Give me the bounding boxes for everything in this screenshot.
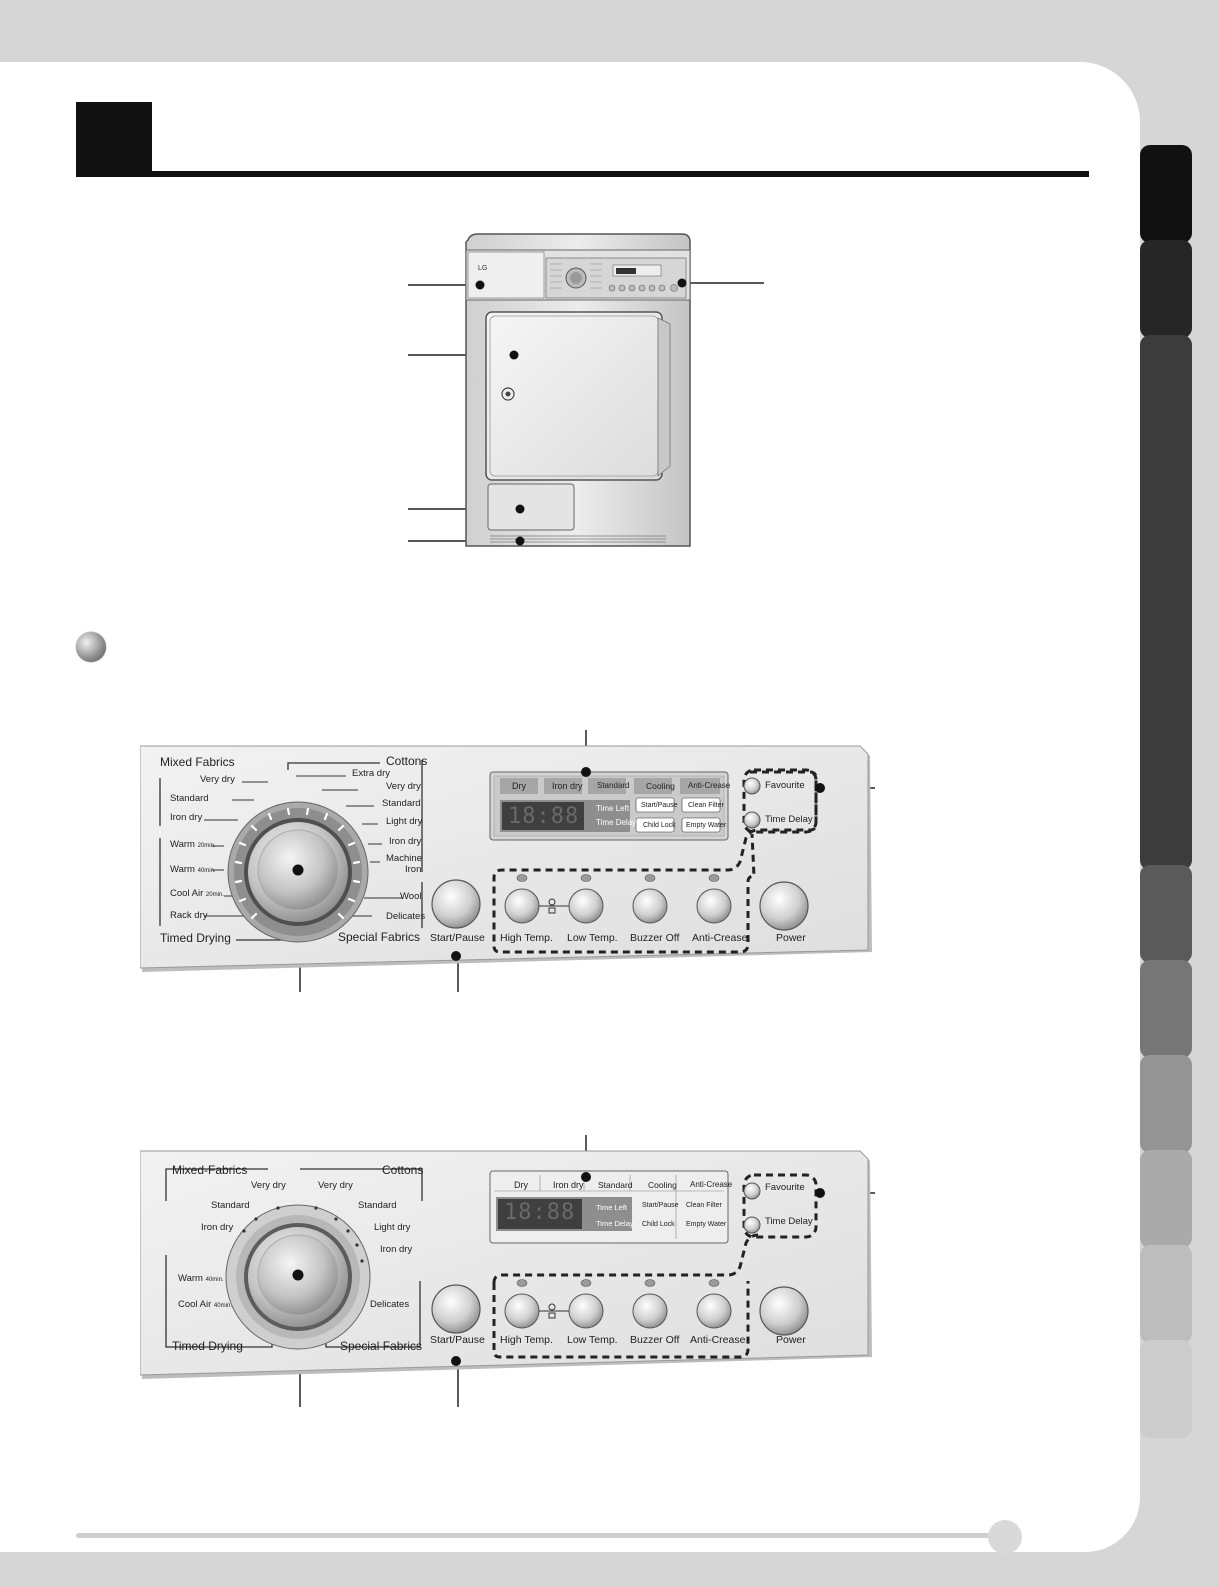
p1-display-tab: Anti-Crease [688,781,731,790]
p1-power-button[interactable]: Power [776,932,806,944]
p1-left-item: Warm 40min. [170,864,216,875]
p2-anti-crease-button[interactable]: Anti-Crease [690,1334,746,1346]
p2-group-cottons: Cottons [382,1163,424,1177]
p1-right-item: Standard [382,798,421,809]
p1-time-delay-button[interactable]: Time Delay [765,814,813,825]
page-number-circle [988,1520,1022,1554]
p1-right-item: Wool [400,891,422,902]
p1-display-status: Empty Water [686,822,727,829]
p1-display-tab: Iron dry [552,781,583,791]
p1-display-status: Start/Pause [641,802,678,809]
p2-display-time: Time Left [596,1203,627,1212]
p2-right-item: Delicates [370,1299,410,1310]
p2-group-special: Special Fabrics [340,1339,423,1353]
side-tab-2[interactable] [1140,240,1192,338]
p1-left-item: Iron dry [170,812,203,823]
p2-display-digits: 18:88 [504,1200,576,1225]
p1-display-tab: Standard [597,781,630,790]
p1-left-item: Rack dry [170,910,208,921]
p2-right-item: Standard [358,1200,397,1211]
p2-left-item: Very dry [251,1180,286,1191]
p1-anti-crease-button[interactable]: Anti-Crease [692,932,748,944]
p1-buzzer-off-button[interactable]: Buzzer Off [630,932,680,944]
p1-display-tab: Cooling [646,781,675,791]
p1-right-item: Iron dry [389,836,422,847]
p2-display-time: Time Delay [596,1219,634,1228]
p2-left-item: Iron dry [201,1222,234,1233]
p1-left-item: Standard [170,793,209,804]
p2-right-item: Iron dry [380,1244,413,1255]
p1-right-item: Very dry [386,781,421,792]
p1-group-timed: Timed Drying [160,931,231,945]
dryer-illustration: LG [408,233,764,547]
p2-power-button[interactable]: Power [776,1334,806,1346]
p2-display-status: Child Lock [642,1221,675,1228]
p2-left-item: Standard [211,1200,250,1211]
side-tab-8[interactable] [1140,1245,1192,1343]
p1-group-special: Special Fabrics [338,930,421,944]
p2-group-mixed: Mixed-Fabrics [172,1163,248,1177]
side-tab-6[interactable] [1140,1055,1192,1153]
p2-high-temp-button[interactable]: High Temp. [500,1334,553,1346]
p2-display-tab: Iron dry [553,1180,584,1190]
p2-left-item: Warm 40min. [178,1273,224,1284]
p1-left-item: Cool Air 20min. [170,888,224,899]
p2-left-item: Cool Air 40min. [178,1299,232,1310]
section-number-block [76,102,152,174]
p2-display-status: Empty Water [686,1221,727,1228]
p1-low-temp-button[interactable]: Low Temp. [567,932,618,944]
p2-display-status: Start/Pause [642,1202,679,1209]
p2-display-status: Clean Filter [686,1202,722,1209]
p1-high-temp-button[interactable]: High Temp. [500,932,553,944]
p2-start-pause-button[interactable]: Start/Pause [430,1334,485,1346]
p2-display-tab: Cooling [648,1180,677,1190]
p1-start-pause-button[interactable]: Start/Pause [430,932,485,944]
side-tab-3[interactable] [1140,335,1192,870]
p1-display-time: Time Delay [596,818,637,827]
p1-group-cottons: Cottons [386,754,428,768]
p1-display-tab: Dry [512,781,526,791]
p1-right-item: Extra dry [352,768,391,779]
p1-left-item: Warm 20min. [170,839,216,850]
side-tab-4[interactable] [1140,865,1192,963]
side-tab-5[interactable] [1140,960,1192,1058]
control-panel-1-artwork [140,730,875,992]
p2-favourite-button[interactable]: Favourite [765,1182,805,1193]
header-rule [76,171,1089,177]
p1-favourite-button[interactable]: Favourite [765,780,805,791]
p1-group-mixed: Mixed Fabrics [160,755,235,769]
p1-display-time: Time Left [596,804,630,813]
p2-group-timed: Timed Drying [172,1339,243,1353]
p2-right-item: Light dry [374,1222,411,1233]
side-tab-7[interactable] [1140,1150,1192,1248]
p1-display-status: Clean Filter [688,802,724,809]
p2-right-item: Very dry [318,1180,353,1191]
p2-buzzer-off-button[interactable]: Buzzer Off [630,1334,680,1346]
p1-left-item: Very dry [200,774,235,785]
p2-display-tab: Anti-Crease [690,1180,733,1189]
p1-right-item: Light dry [386,816,423,827]
p2-display-tab: Dry [514,1180,528,1190]
side-tab-1[interactable] [1140,145,1192,243]
p2-display-tab: Standard [598,1180,633,1190]
svg-text:LG: LG [478,265,487,272]
p2-time-delay-button[interactable]: Time Delay [765,1216,813,1227]
subsection-bullet-icon [76,632,106,662]
p1-display-status: Child Lock [643,822,676,829]
p1-display-digits: 18:88 [508,804,580,829]
control-panel-2-artwork [140,1135,875,1407]
p1-right-item: Delicates [386,911,426,922]
footer-rule [76,1533,996,1538]
p1-right-item: Iron [405,864,422,875]
p1-right-item: Machine [386,853,422,864]
side-tab-9[interactable] [1140,1340,1192,1438]
p2-low-temp-button[interactable]: Low Temp. [567,1334,618,1346]
